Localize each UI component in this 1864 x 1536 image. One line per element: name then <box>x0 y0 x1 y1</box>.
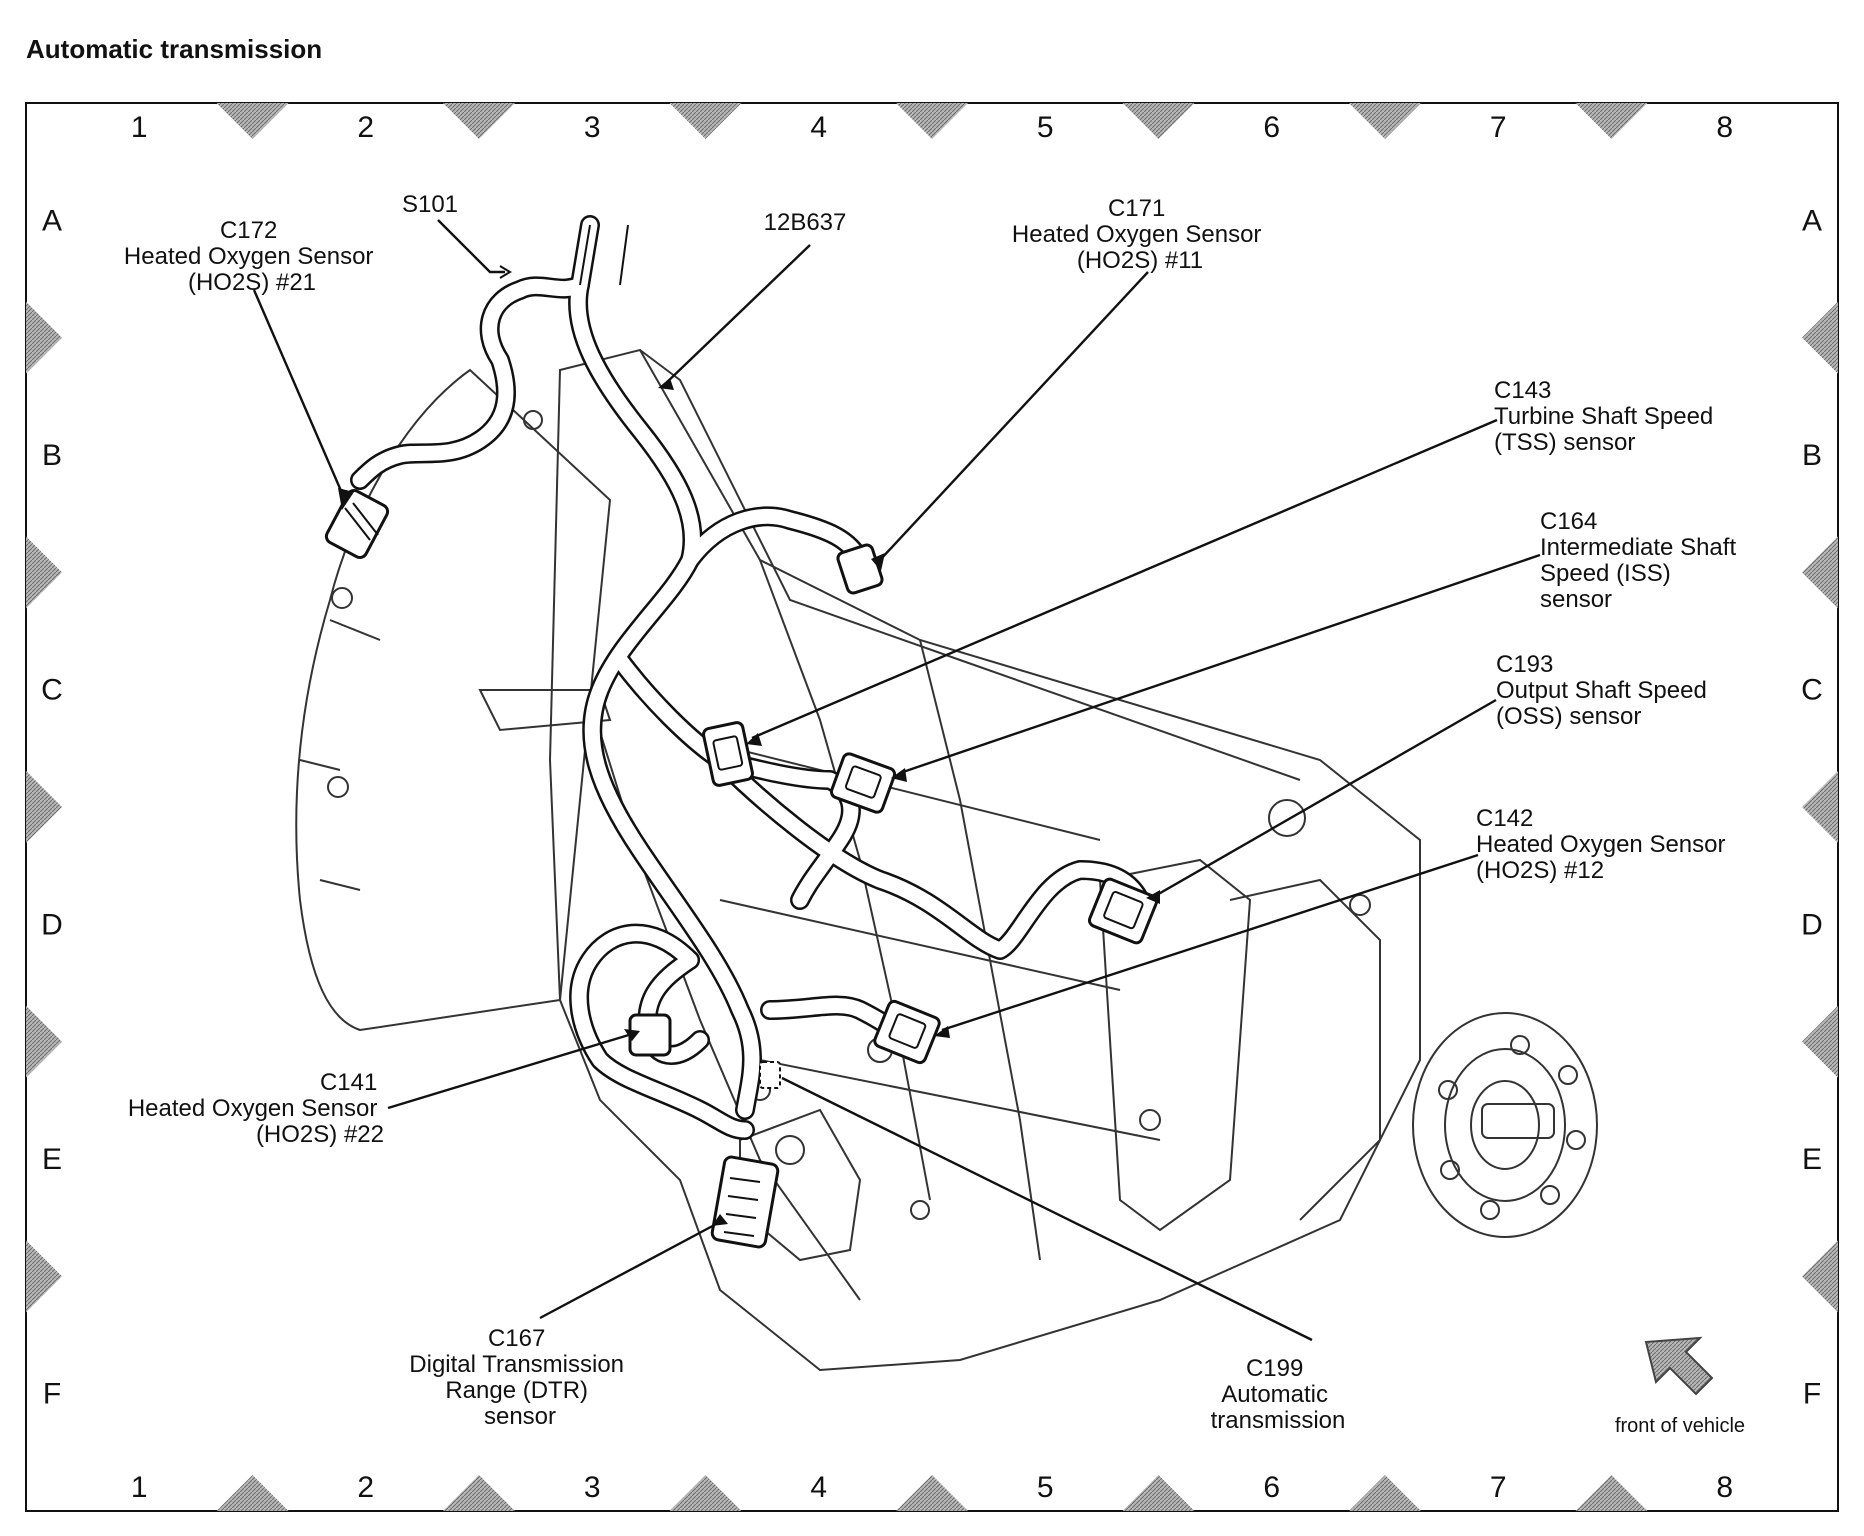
grid-col-bottom-7: 7 <box>1490 1471 1507 1504</box>
frame-marker-left <box>26 301 62 374</box>
grid-row-right-C: C <box>1801 674 1823 707</box>
label-s101: S101 <box>402 191 458 218</box>
label-c199: C199 Automatic transmission <box>1211 1355 1346 1434</box>
frame-marker-top <box>443 103 515 139</box>
frame-marker-right <box>1802 536 1838 609</box>
grid-col-top-7: 7 <box>1490 111 1507 144</box>
grid-row-left-E: E <box>42 1143 62 1176</box>
frame-marker-bottom <box>669 1475 742 1511</box>
frame-marker-right <box>1802 301 1838 374</box>
grid-col-top-5: 5 <box>1037 111 1054 144</box>
label-12b637: 12B637 <box>764 209 847 236</box>
front-of-vehicle-label: front of vehicle <box>1615 1415 1745 1437</box>
grid-row-right-F: F <box>1803 1378 1821 1411</box>
frame-marker-left <box>26 536 62 609</box>
grid-row-left-C: C <box>41 674 63 707</box>
connector-c172[interactable] <box>324 488 390 560</box>
wiring-harness <box>350 215 1150 1140</box>
grid-row-left-B: B <box>42 439 62 472</box>
frame-marker-top <box>1575 103 1648 139</box>
connector-c164[interactable] <box>829 752 897 814</box>
label-c141: C141 Heated Oxygen Sensor (HO2S) #22 <box>128 1069 384 1148</box>
frame-marker-bottom <box>1575 1475 1648 1511</box>
frame-marker-left <box>26 1005 62 1078</box>
frame-marker-right <box>1802 1240 1838 1313</box>
connector-c193[interactable] <box>1087 877 1159 945</box>
label-c142: C142 Heated Oxygen Sensor (HO2S) #12 <box>1476 805 1732 884</box>
frame-marker-top <box>669 103 742 139</box>
grid-row-left-D: D <box>41 908 63 941</box>
front-of-vehicle-arrow-icon <box>1644 1336 1714 1396</box>
frame-marker-right <box>1802 771 1838 843</box>
frame-marker-top <box>1349 103 1421 139</box>
grid-row-left-A: A <box>42 204 62 237</box>
frame-markers <box>26 103 1838 1511</box>
grid-col-bottom-6: 6 <box>1263 1471 1280 1504</box>
grid-col-bottom-3: 3 <box>584 1471 601 1504</box>
frame-marker-top <box>1122 103 1195 139</box>
label-c193: C193 Output Shaft Speed (OSS) sensor <box>1496 651 1714 730</box>
connector-c171[interactable] <box>836 543 884 595</box>
frame-marker-right <box>1802 1005 1838 1078</box>
grid-col-top-6: 6 <box>1263 111 1280 144</box>
connector-c142[interactable] <box>873 999 941 1065</box>
frame-marker-left <box>26 1240 62 1313</box>
grid-row-right-D: D <box>1801 908 1823 941</box>
label-c143: C143 Turbine Shaft Speed (TSS) sensor <box>1494 377 1720 456</box>
grid-col-bottom-4: 4 <box>810 1471 827 1504</box>
grid-col-top-8: 8 <box>1716 111 1733 144</box>
page-title: Automatic transmission <box>26 34 323 64</box>
frame-marker-bottom <box>1122 1475 1195 1511</box>
grid-col-bottom-1: 1 <box>131 1471 148 1504</box>
frame-marker-bottom <box>896 1475 968 1511</box>
connector-c143[interactable] <box>702 721 754 787</box>
grid-row-right-B: B <box>1802 439 1822 472</box>
grid-col-top-2: 2 <box>357 111 374 144</box>
frame-marker-bottom <box>216 1475 289 1511</box>
label-c172: C172 Heated Oxygen Sensor (HO2S) #21 <box>124 217 380 296</box>
leader-lines <box>252 219 1541 1342</box>
grid-col-top-3: 3 <box>584 111 601 144</box>
frame-marker-bottom <box>1349 1475 1421 1511</box>
grid-col-top-1: 1 <box>131 111 148 144</box>
diagram-frame <box>25 102 1839 1512</box>
transmission-illustration <box>295 348 1598 1372</box>
frame-marker-left <box>26 771 62 843</box>
label-c171: C171 Heated Oxygen Sensor (HO2S) #11 <box>1012 195 1268 274</box>
grid-row-right-A: A <box>1802 204 1822 237</box>
grid-col-top-4: 4 <box>810 111 827 144</box>
grid-row-right-E: E <box>1802 1143 1822 1176</box>
connector-c167[interactable] <box>710 1155 780 1249</box>
frame-marker-top <box>216 103 289 139</box>
frame-marker-bottom <box>443 1475 515 1511</box>
grid-col-bottom-8: 8 <box>1716 1471 1733 1504</box>
grid-row-left-F: F <box>43 1378 61 1411</box>
grid-col-bottom-2: 2 <box>357 1471 374 1504</box>
connector-c199[interactable] <box>759 1061 781 1089</box>
label-c167: C167 Digital Transmission Range (DTR) se… <box>409 1325 630 1430</box>
grid-col-bottom-5: 5 <box>1037 1471 1054 1504</box>
label-c164: C164 Intermediate Shaft Speed (ISS) sens… <box>1540 508 1743 613</box>
frame-marker-top <box>896 103 968 139</box>
